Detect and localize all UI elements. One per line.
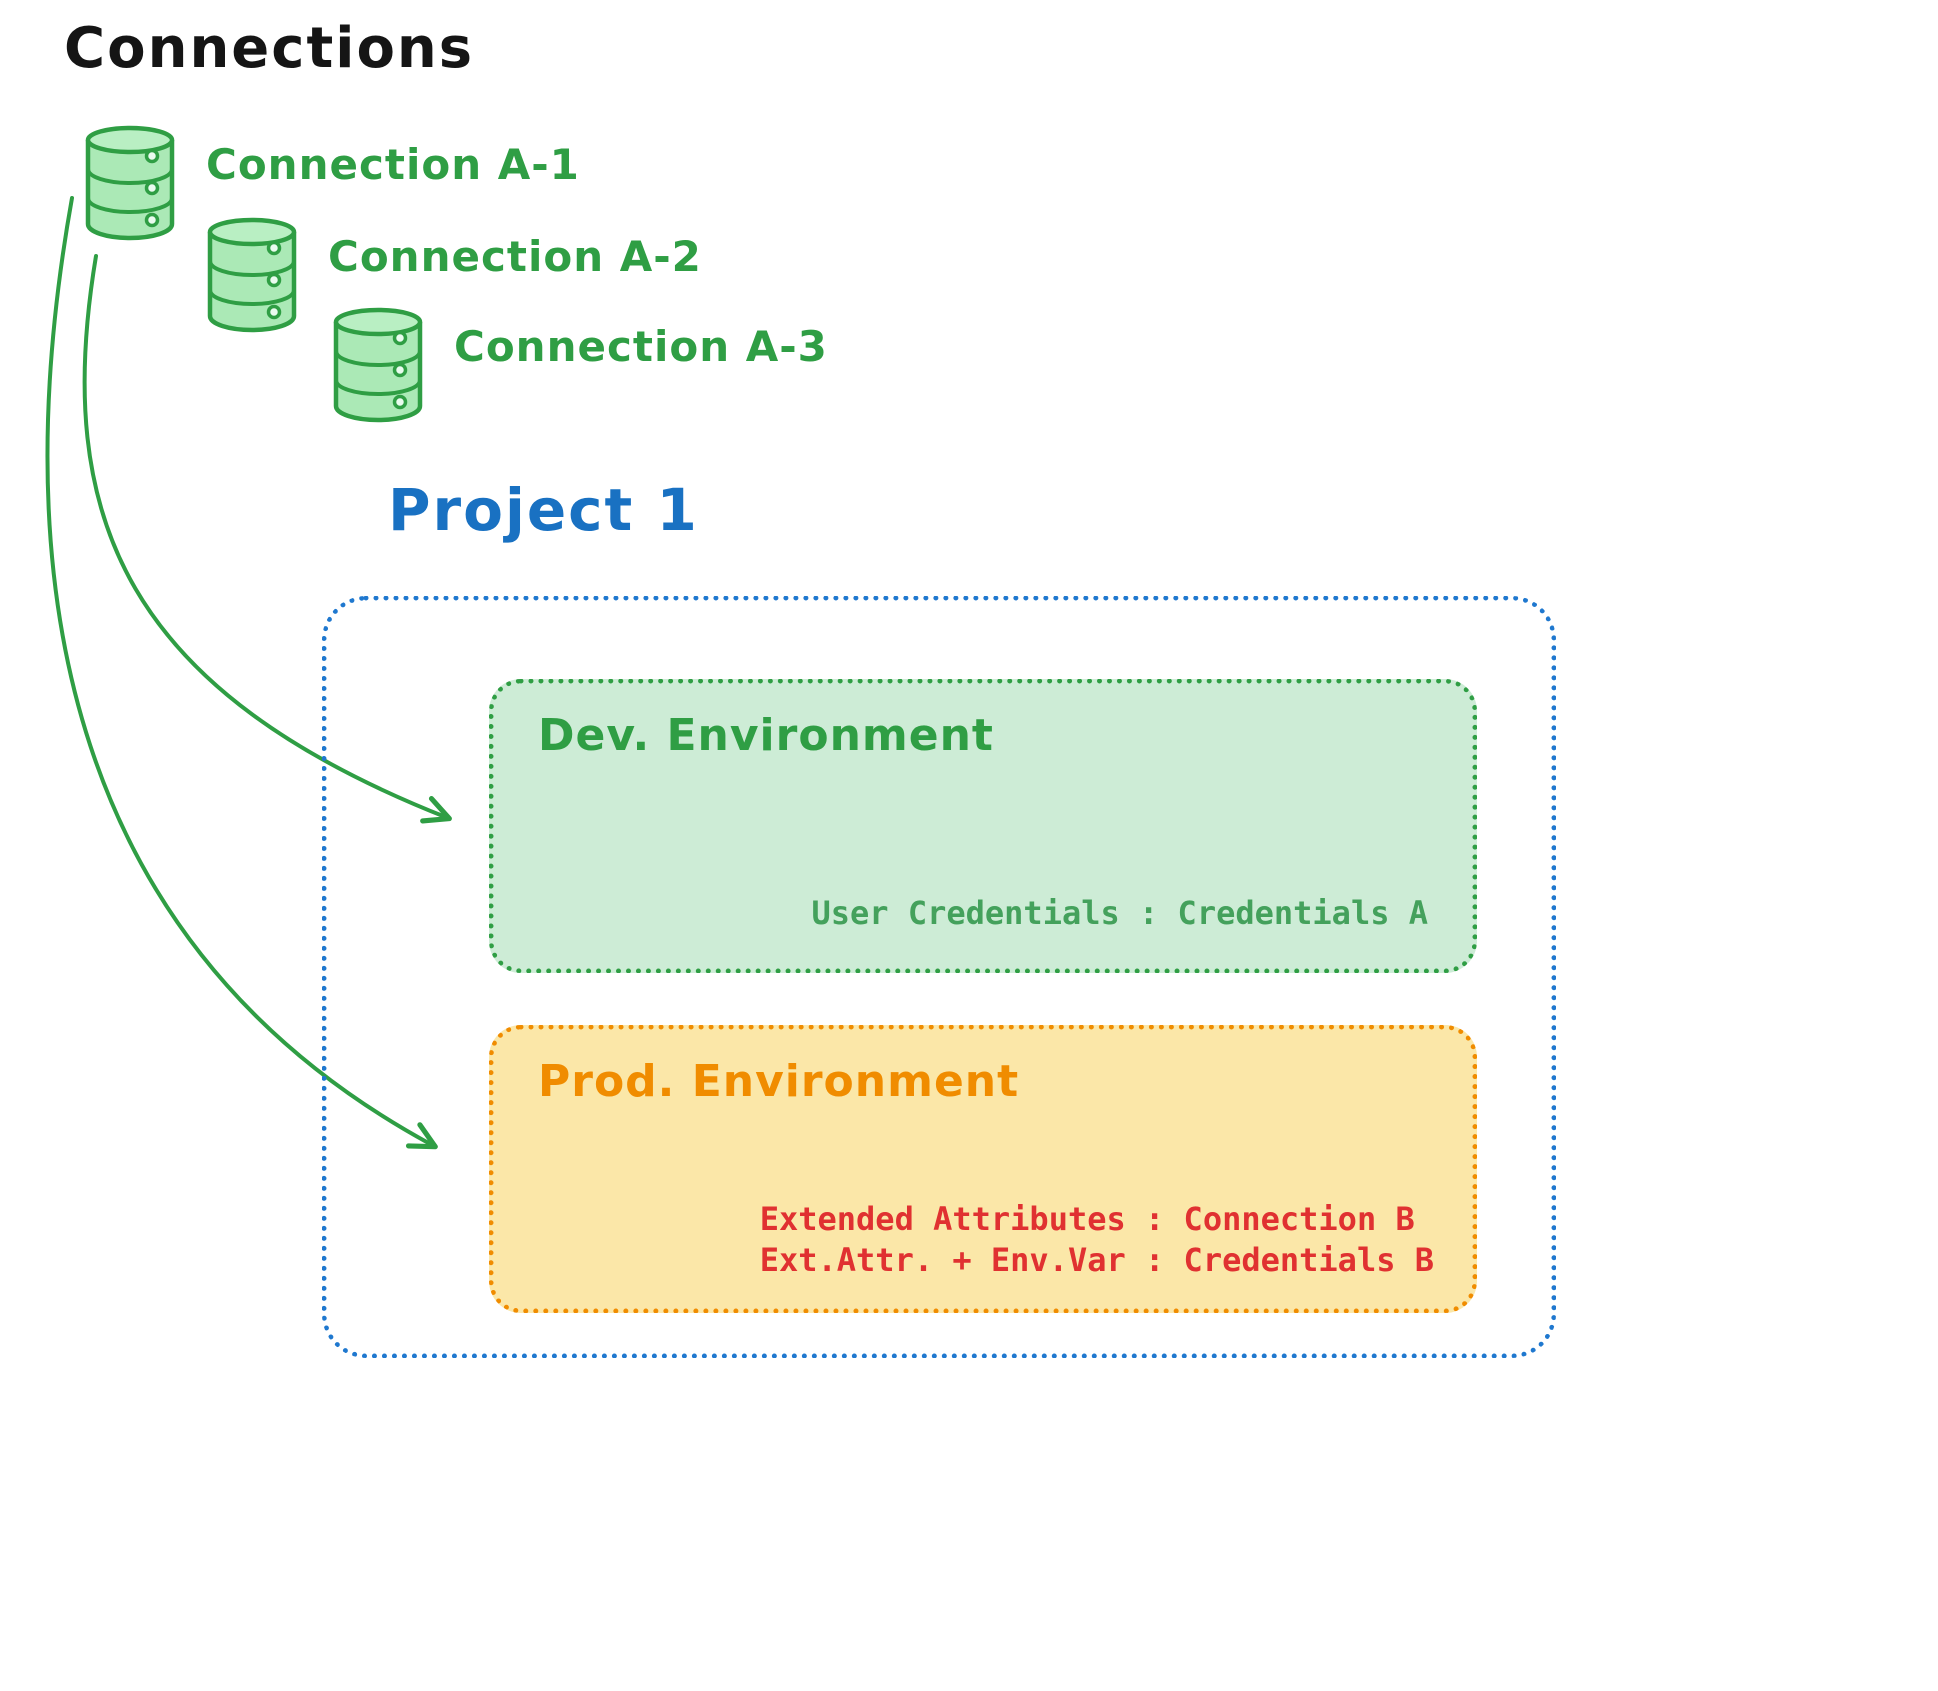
database-icon — [328, 306, 428, 424]
connection-label: Connection A-1 — [206, 140, 580, 189]
dev-credentials-text: User Credentials : Credentials A — [811, 894, 1429, 932]
database-icon — [202, 216, 302, 334]
prod-credentials-line-2: Ext.Attr. + Env.Var : Credentials B — [759, 1241, 1434, 1280]
connection-item-a2: Connection A-2 — [202, 216, 702, 334]
project-title: Project 1 — [388, 476, 699, 544]
connection-label: Connection A-2 — [328, 232, 702, 281]
prod-environment-box: Prod. Environment Extended Attributes : … — [489, 1025, 1477, 1313]
database-icon — [80, 124, 180, 242]
prod-environment-title: Prod. Environment — [538, 1056, 1020, 1107]
project-1-container: Dev. Environment User Credentials : Cred… — [322, 596, 1556, 1358]
dev-environment-box: Dev. Environment User Credentials : Cred… — [489, 679, 1477, 973]
connection-label: Connection A-3 — [454, 322, 828, 371]
page-title: Connections — [64, 16, 475, 81]
dev-environment-title: Dev. Environment — [538, 710, 994, 761]
prod-credentials-line-1: Extended Attributes : Connection B — [759, 1199, 1415, 1238]
prod-credentials-text: Extended Attributes : Connection B Ext.A… — [760, 1199, 1434, 1282]
connection-item-a1: Connection A-1 — [80, 124, 580, 242]
connection-item-a3: Connection A-3 — [328, 306, 828, 424]
